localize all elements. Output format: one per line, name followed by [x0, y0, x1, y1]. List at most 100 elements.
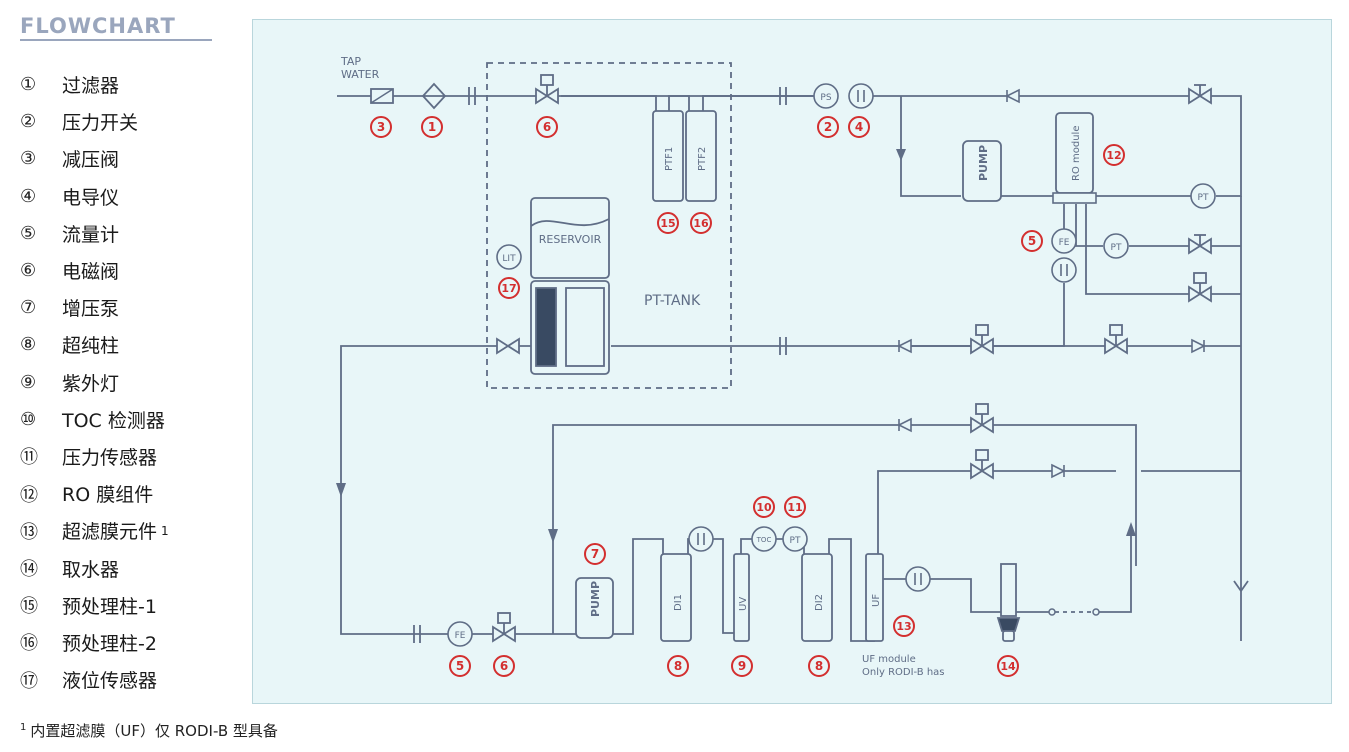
legend-label: 预处理柱-1: [62, 595, 157, 618]
di1-label: DI1: [673, 594, 684, 611]
marker-6: 6: [500, 659, 508, 673]
legend-number: ⑰: [20, 670, 38, 692]
solenoid-valve: [492, 612, 516, 643]
uf-module: [865, 553, 884, 642]
marker-5: 5: [1028, 234, 1036, 248]
legend-number: ①: [20, 74, 37, 96]
manual-valve: [496, 337, 520, 355]
uv-label: UV: [738, 597, 749, 611]
ro-pump: [962, 140, 1002, 202]
pt-label: PT: [1111, 243, 1122, 253]
legend-number: ②: [20, 111, 37, 133]
fe-label: FE: [455, 631, 466, 641]
flowchart-panel: TAP WATER PT-TANK: [252, 19, 1332, 704]
legend-number: ⑬: [20, 521, 38, 543]
reservoir-label: RESERVOIR: [539, 233, 602, 246]
solenoid-valve: [970, 403, 994, 434]
solenoid-valve: [1188, 272, 1212, 303]
marker-2: 2: [824, 120, 832, 134]
legend-label: 液位传感器: [62, 670, 158, 693]
legend-number: ⑨: [20, 371, 37, 393]
legend-label: 增压泵: [62, 298, 120, 321]
page-title: FLOWCHART: [20, 14, 176, 38]
legend-footnote-mark: 1: [161, 523, 169, 538]
pipe-top-right: [873, 95, 1242, 197]
legend-number: ⑥: [20, 260, 37, 282]
pipes: [337, 95, 1242, 642]
pipe-left-loop: [340, 345, 553, 635]
legend-label: 紫外灯: [62, 372, 120, 395]
marker-13: 13: [896, 620, 911, 633]
pipe-di1-to-uv: [687, 538, 736, 634]
legend-label: 电磁阀: [62, 261, 120, 284]
legend-label: 超滤膜元件: [62, 521, 158, 544]
fe-label: FE: [1059, 238, 1070, 248]
tap-water-label-2: WATER: [341, 68, 380, 81]
legend-number: ⑩: [20, 408, 37, 430]
arrow-outlet-y: [1233, 580, 1249, 592]
legend-number: ⑯: [20, 633, 38, 655]
marker-8: 8: [674, 659, 682, 673]
legend-label: 流量计: [62, 223, 120, 246]
ptf2-label: PTF2: [697, 147, 708, 171]
legend-number: ⑧: [20, 334, 37, 356]
legend-label: TOC 检测器: [62, 409, 165, 432]
pipe-down-to-pump: [900, 96, 961, 197]
ps-label: PS: [820, 93, 831, 103]
purification-columns: [660, 553, 884, 642]
solenoid-valve: [1188, 84, 1212, 105]
marker-5: 5: [456, 659, 464, 673]
marker-6: 6: [543, 120, 551, 134]
marker-15: 15: [660, 217, 675, 230]
legend-label: 压力传感器: [62, 446, 158, 469]
legend-item: ⑥ 电磁阀: [20, 252, 240, 289]
marker-10: 10: [756, 501, 772, 514]
pressure-sensor-ro: [1190, 183, 1216, 209]
solenoid-valve: [970, 449, 994, 480]
check-valve: [897, 417, 912, 433]
legend-item: ⑯ 预处理柱-2: [20, 624, 240, 661]
tap-water-label-1: TAP: [340, 55, 361, 68]
toc-detector: [751, 526, 777, 552]
flowchart-diagram: TAP WATER PT-TANK: [336, 55, 1249, 678]
flow-arrows: [336, 149, 1249, 592]
legend-number: ④: [20, 185, 37, 207]
arrow-down-left: [336, 483, 346, 497]
legend-number: ③: [20, 148, 37, 170]
conductivity-meter-ro: [1051, 257, 1077, 283]
check-valve: [1051, 463, 1066, 479]
booster-pump: [575, 577, 614, 639]
solenoid-valves: [492, 74, 1212, 643]
legend-label: 过滤器: [62, 75, 120, 98]
reservoir-level-bar: [535, 287, 557, 367]
marker-11: 11: [787, 501, 802, 514]
union-2: [779, 87, 787, 105]
uf-note-1: UF module: [862, 654, 916, 665]
pressure-sensor-di: [782, 526, 808, 552]
di1-column: [660, 553, 692, 642]
ptf1-label: PTF1: [664, 147, 675, 171]
marker-4: 4: [855, 120, 863, 134]
pressure-reducer-slash: [370, 88, 394, 104]
pipe-pump-to-di1: [613, 538, 664, 635]
legend-number: ⑮: [20, 596, 38, 618]
solenoid-valve: [970, 324, 994, 355]
marker-16: 16: [693, 217, 709, 230]
di2-column: [801, 553, 833, 642]
di2-label: DI2: [814, 594, 825, 611]
dispenser-node: [1092, 608, 1100, 616]
legend-label: 预处理柱-2: [62, 632, 157, 655]
pipe-uf-up: [877, 470, 1116, 554]
pipe-uf-side: [881, 578, 1001, 613]
marker-labels: 3 1 6 2 4 12 5 15 16 17 7 10 11 5 6 8 9 …: [377, 120, 1122, 673]
filter-icon: [421, 82, 447, 110]
arrow-down-recirc: [548, 529, 558, 543]
legend-number: ⑤: [20, 222, 37, 244]
